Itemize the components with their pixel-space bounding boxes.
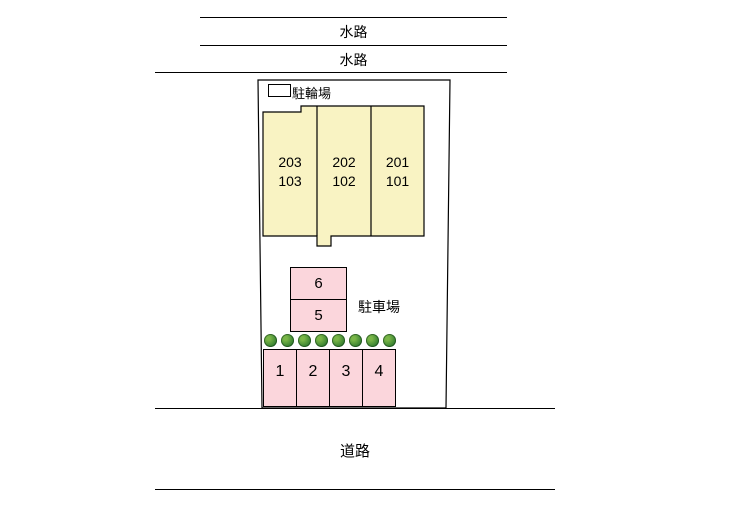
parking-space-number: 3 [341, 363, 351, 380]
building-unit-202-102: 202 102 [317, 150, 371, 194]
tree-icon [298, 334, 311, 347]
unit-number-lower: 103 [278, 173, 302, 189]
unit-number-upper: 202 [332, 154, 356, 170]
road-line-top [155, 408, 555, 409]
parking-space-6: 6 [290, 267, 347, 300]
tree-icon [281, 334, 294, 347]
waterway-line-3 [155, 72, 507, 73]
waterway-line-1 [200, 17, 507, 18]
unit-number-lower: 102 [332, 173, 356, 189]
tree-icon [332, 334, 345, 347]
building-outline [262, 105, 425, 247]
building-unit-203-103: 203 103 [263, 150, 317, 194]
road-line-bottom [155, 489, 555, 490]
parking-space-number: 1 [275, 363, 285, 380]
waterway-label-top: 水路 [339, 24, 368, 40]
tree-icon [349, 334, 362, 347]
tree-icon [383, 334, 396, 347]
parking-space-number: 2 [308, 363, 318, 380]
building-unit-201-101: 201 101 [371, 150, 424, 194]
tree-icon [366, 334, 379, 347]
parking-space-number: 6 [314, 275, 323, 292]
tree-row [264, 334, 404, 348]
parking-space-number: 4 [374, 363, 384, 380]
tree-icon [264, 334, 277, 347]
parking-space-number: 5 [314, 307, 323, 324]
parking-space-3: 3 [329, 349, 363, 407]
unit-number-upper: 203 [278, 154, 302, 170]
bicycle-parking-label: 駐輪場 [292, 86, 332, 101]
waterway-line-2 [200, 45, 507, 46]
parking-space-1: 1 [263, 349, 297, 407]
unit-number-lower: 101 [385, 173, 410, 189]
parking-space-5: 5 [290, 299, 347, 332]
parking-space-4: 4 [362, 349, 396, 407]
parking-lot-label: 駐車場 [358, 299, 400, 315]
waterway-label-bottom: 水路 [339, 52, 368, 68]
parking-space-2: 2 [296, 349, 330, 407]
tree-icon [315, 334, 328, 347]
unit-number-upper: 201 [385, 154, 410, 170]
bicycle-parking-icon [268, 84, 291, 97]
road-label: 道路 [339, 443, 370, 460]
